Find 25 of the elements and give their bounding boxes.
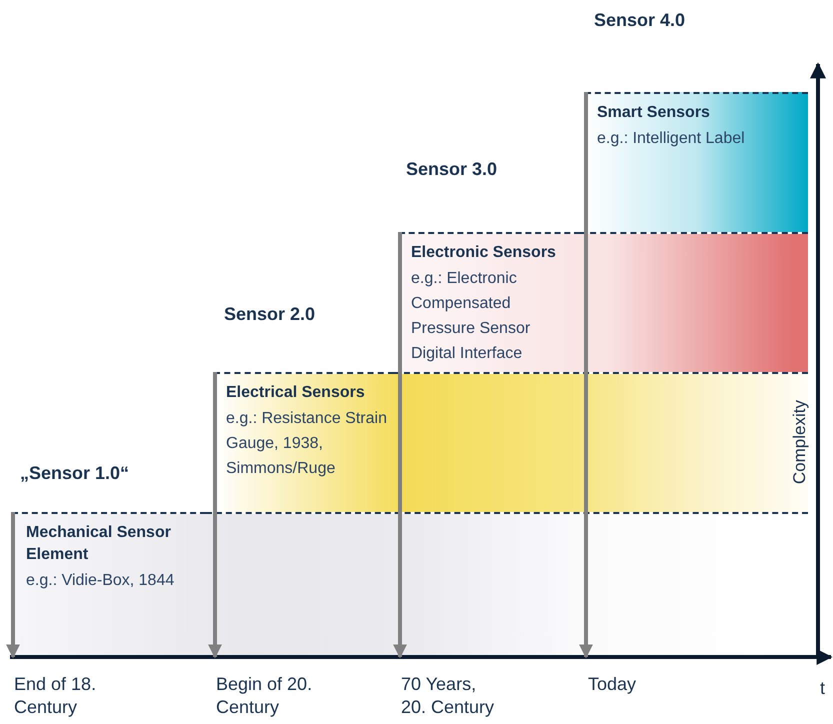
- timeline-arrow: [6, 512, 20, 658]
- axis-label: t: [820, 678, 826, 699]
- time-label: Today: [588, 673, 638, 696]
- generation-label: Sensor 4.0: [594, 10, 686, 31]
- band-heading: Mechanical Sensor Element: [26, 523, 172, 565]
- band-example: e.g.: Vidie-Box, 1844: [26, 571, 176, 591]
- level-band: [214, 372, 394, 512]
- time-label: Begin of 20. Century: [216, 673, 314, 719]
- band-example: e.g.: Resistance Strain Gauge, 1938, Simmons/Ruge: [226, 409, 388, 479]
- band-heading: Smart Sensors: [597, 103, 711, 123]
- level-band: [399, 232, 580, 372]
- timeline-arrow: [393, 232, 407, 658]
- level-band: [12, 512, 206, 655]
- band-example: e.g.: Intelligent Label: [597, 129, 746, 149]
- time-label: End of 18. Century: [14, 673, 98, 719]
- level-band: [585, 92, 808, 232]
- generation-label: Sensor 3.0: [406, 159, 498, 180]
- band-heading: Electrical Sensors: [226, 383, 366, 403]
- generation-label: Sensor 2.0: [224, 304, 316, 325]
- band-example: e.g.: Electronic Compensated Pressure Sensor Digital Interface: [411, 269, 532, 364]
- generation-label: „Sensor 1.0“: [20, 463, 130, 484]
- timeline-arrow: [208, 372, 222, 658]
- band-heading: Electronic Sensors: [411, 243, 557, 263]
- timeline-arrow: [579, 92, 593, 658]
- time-label: 70 Years, 20. Century: [401, 673, 496, 719]
